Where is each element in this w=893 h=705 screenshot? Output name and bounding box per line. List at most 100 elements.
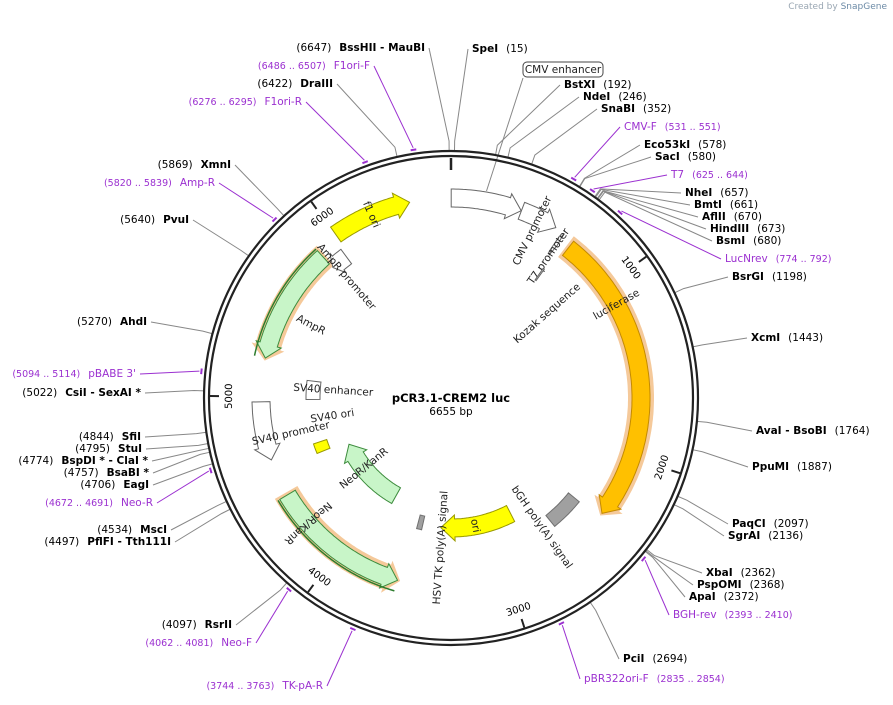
site-label-saci[interactable]: SacI(580) [655,151,716,163]
feature-sv40-promoter[interactable] [251,401,281,461]
site-label-stui[interactable]: (4795)StuI [75,443,142,455]
site-label-rsrii[interactable]: (4097)RsrII [162,619,232,631]
site-leader-aflii [596,190,699,218]
primer-range: (4672 .. 4691) [45,498,113,509]
site-coord: (6422) [257,78,292,90]
site-label-eagi[interactable]: (4706)EagI [80,479,149,491]
primer-label-neo-f[interactable]: (4062 .. 4081)Neo-F [145,637,252,649]
backbone-inner [207,154,695,642]
site-label-bsrgi[interactable]: BsrGI(1198) [732,271,807,283]
site-label-ppumi[interactable]: PpuMI(1887) [752,461,832,473]
site-leader-xcmi [692,337,748,348]
site-label-csii-sexai[interactable]: (5022)CsiI - SexAI * [22,387,141,399]
site-label-xcmi[interactable]: XcmI(1443) [751,332,823,344]
site-name: BstXI [564,79,595,91]
feature-f1-ori[interactable] [329,192,411,243]
site-label-ndei[interactable]: NdeI(246) [583,91,647,103]
feature-ampr-promoter[interactable] [329,248,353,274]
site-name: SnaBI [601,103,635,115]
feature-neor-kanr[interactable] [279,489,399,589]
site-label-nhei[interactable]: NheI(657) [685,187,749,199]
site-leader-bsmi [598,191,713,242]
primer-mark-tk-pa-r [349,626,356,632]
primer-leader-pbr322ori-f [561,625,581,680]
site-label-apai[interactable]: ApaI(2372) [689,591,759,603]
tick-label-1000: 1000 [618,255,642,282]
feature-cmv-enhancer[interactable] [450,188,522,220]
primer-label-f1ori-f[interactable]: (6486 .. 6507)F1ori-F [258,60,370,72]
site-label-bsmi[interactable]: BsmI(680) [716,235,781,247]
primer-label-lucnrev[interactable]: LucNrev(774 .. 792) [725,253,831,265]
site-label-sfii[interactable]: (4844)SfiI [79,431,141,443]
site-coord: (670) [734,211,762,223]
site-label-bstxi[interactable]: BstXI(192) [564,79,632,91]
site-label-hindiii[interactable]: HindIII(673) [710,223,785,235]
site-label-bsshii-maubi[interactable]: (6647)BssHII - MauBI [296,42,425,54]
primer-label-bgh-rev[interactable]: BGH-rev(2393 .. 2410) [673,609,792,621]
feature-luciferase[interactable] [561,240,651,515]
feature-bgh-poly-a-signal[interactable] [545,492,581,528]
primer-range: (531 .. 551) [665,122,721,133]
feature-sv40-ori[interactable] [312,438,331,455]
site-label-eco53ki[interactable]: Eco53kI(578) [644,139,726,151]
site-coord: (2368) [750,579,785,591]
primer-label-neo-r[interactable]: (4672 .. 4691)Neo-R [45,497,153,509]
site-leader-bmti [594,188,691,206]
site-label-snabi[interactable]: SnaBI(352) [601,103,671,115]
primer-label-f1ori-r[interactable]: (6276 .. 6295)F1ori-R [189,96,302,108]
feature-ori[interactable] [440,504,516,543]
site-label-xmni[interactable]: (5869)XmnI [158,159,231,171]
site-label-aflii[interactable]: AflII(670) [702,211,762,223]
site-label-draiii[interactable]: (6422)DraIII [257,78,333,90]
feature-neor-kanr[interactable] [343,443,402,505]
site-leader-draiii [336,83,398,158]
primer-name: pBR322ori-F [584,673,649,685]
primer-label-pbabe-3[interactable]: (5094 .. 5114)pBABE 3' [12,368,136,380]
primer-label-pbr322ori-f[interactable]: pBR322ori-F(2835 .. 2854) [584,673,725,685]
primer-range: (774 .. 792) [776,254,832,265]
site-label-msci[interactable]: (4534)MscI [97,524,167,536]
site-label-bsabi[interactable]: (4757)BsaBI * [64,467,150,479]
site-label-spei[interactable]: SpeI(15) [472,43,528,55]
site-label-paqci[interactable]: PaqCI(2097) [732,518,809,530]
site-name: PflFI - Tth111I [87,536,171,548]
site-name: SgrAI [728,530,760,542]
feature-cmv-promoter[interactable] [517,201,557,234]
site-labels: SpeI(15) BstXI(192)NdeI(246)SnaBI(352) Eco… [18,42,869,665]
site-label-pspomi[interactable]: PspOMI(2368) [697,579,784,591]
site-coord: (580) [688,151,716,163]
primer-range: (5094 .. 5114) [12,369,80,380]
feature-ori-label: ori [468,518,482,534]
primer-label-cmv-f[interactable]: CMV-F(531 .. 551) [624,121,721,133]
site-label-bspdi-clai[interactable]: (4774)BspDI * - ClaI * [18,455,148,467]
primer-leader-neo-r [156,470,210,504]
site-leader-pflfi-tth111i [174,508,231,543]
primer-mark-pbabe-3 [200,368,203,375]
site-coord: (1198) [772,271,807,283]
feature-hsv-tk-poly-a-signal[interactable] [415,514,426,531]
feature-sv40-enhancer[interactable] [305,379,322,401]
feature-ampr[interactable] [255,249,331,359]
feature-t7-promoter[interactable] [548,233,564,256]
site-name: XmnI [201,159,231,171]
site-label-avai-bsobi[interactable]: AvaI - BsoBI(1764) [756,425,870,437]
site-label-pvui[interactable]: (5640)PvuI [120,214,189,226]
primer-label-tk-pa-r[interactable]: (3744 .. 3763)TK-pA-R [206,680,323,692]
feature-kozak-sequence[interactable] [534,267,546,282]
primer-label-t7[interactable]: T7(625 .. 644) [670,169,748,181]
site-label-pcii[interactable]: PciI(2694) [623,653,687,665]
site-label-bmti[interactable]: BmtI(661) [694,199,758,211]
site-label-sgrai[interactable]: SgrAI(2136) [728,530,803,542]
feature-cmv-enhancer-callout-box [522,61,604,78]
site-leader-pcii [589,601,620,660]
site-leader-sgrai [673,504,725,537]
site-name: BssHII - MauBI [339,42,425,54]
site-label-xbai[interactable]: XbaI(2362) [706,567,776,579]
primer-range: (625 .. 644) [692,170,748,181]
site-label-pflfi-tth111i[interactable]: (4497)PflFI - Tth111I [44,536,171,548]
primer-label-amp-r[interactable]: (5820 .. 5839)Amp-R [104,177,215,189]
site-label-ahdi[interactable]: (5270)AhdI [77,316,147,328]
site-name: SfiI [122,431,141,443]
